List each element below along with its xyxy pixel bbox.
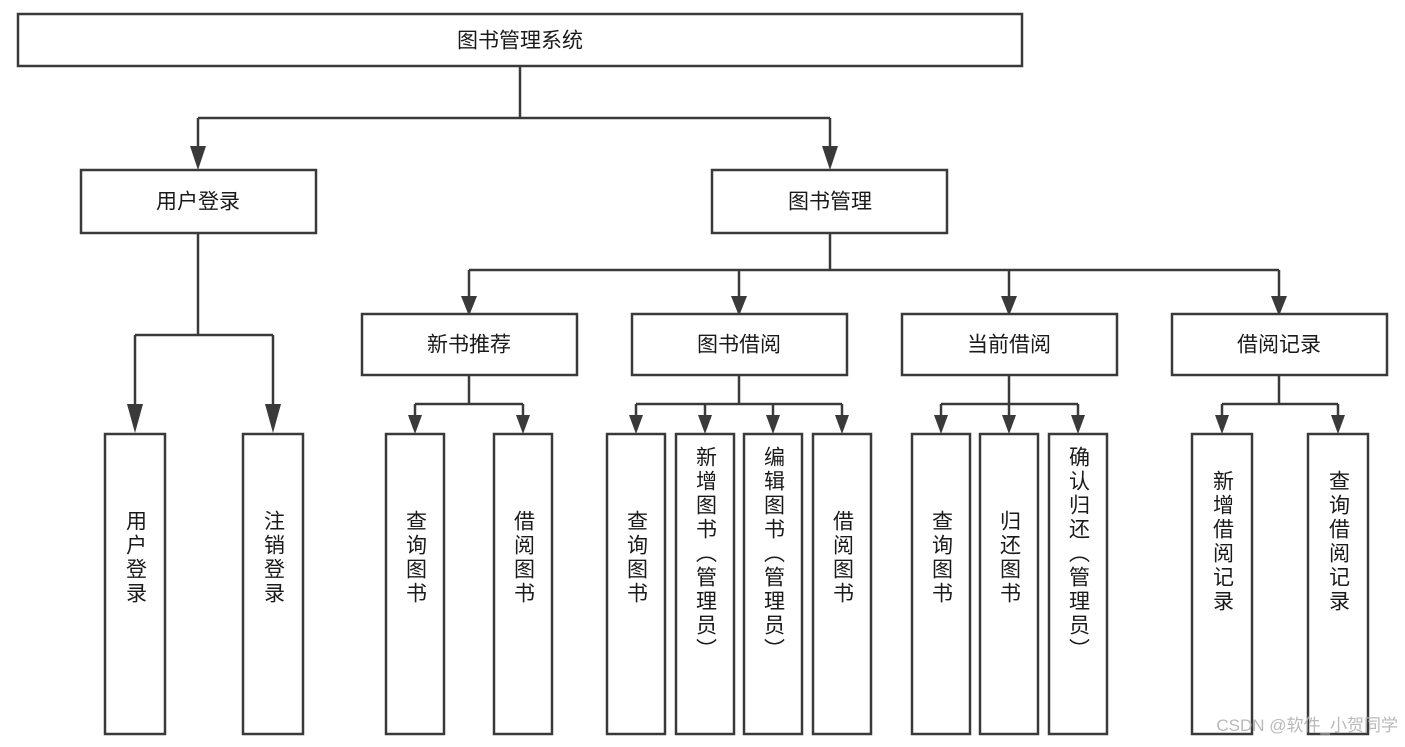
arrow-icon <box>731 296 747 316</box>
leaf-user-login-1-label: 用户登录 <box>124 510 148 606</box>
leaf-book-borrow-1[interactable]: 查询图书 <box>605 432 667 736</box>
leaf-current-borrow-1-label: 查询图书 <box>930 510 954 606</box>
node-current-borrow-label: 当前借阅 <box>967 334 1051 357</box>
arrow-icon <box>698 415 712 434</box>
arrow-icon <box>835 415 849 434</box>
leaf-current-borrow-3[interactable]: 确认归还（管理员） <box>1047 432 1109 736</box>
node-book-management[interactable]: 图书管理 <box>710 168 949 235</box>
node-borrow-record[interactable]: 借阅记录 <box>1170 312 1389 377</box>
leaf-current-borrow-2-label: 归还图书 <box>998 510 1022 606</box>
leaf-borrow-record-1[interactable]: 新增借阅记录 <box>1190 432 1254 736</box>
arrow-icon <box>822 146 838 170</box>
leaf-new-book-1-label: 查询图书 <box>404 510 428 606</box>
arrow-icon <box>408 415 422 434</box>
leaf-book-borrow-1-label: 查询图书 <box>625 510 649 606</box>
arrow-icon <box>461 296 477 316</box>
watermark: CSDN @软件_小贺同学 <box>1216 716 1398 735</box>
leaf-book-borrow-4-label: 借阅图书 <box>831 510 855 606</box>
node-user-login-label: 用户登录 <box>156 191 240 214</box>
node-user-login[interactable]: 用户登录 <box>79 168 318 235</box>
arrow-icon <box>1002 415 1016 434</box>
node-book-borrow-label: 图书借阅 <box>697 334 781 357</box>
leaf-borrow-record-1-label: 新增借阅记录 <box>1211 470 1235 614</box>
leaf-book-borrow-3-label: 编辑图书（管理员） <box>762 446 786 662</box>
leaf-borrow-record-2-label: 查询借阅记录 <box>1327 470 1351 614</box>
arrow-icon <box>1001 296 1017 316</box>
arrow-icon <box>1271 296 1287 316</box>
node-book-management-label: 图书管理 <box>788 191 872 214</box>
arrow-icon <box>127 404 143 433</box>
leaf-current-borrow-3-label: 确认归还（管理员） <box>1067 446 1091 662</box>
arrow-icon <box>934 415 948 434</box>
node-root-label: 图书管理系统 <box>457 30 583 53</box>
leaf-book-borrow-2[interactable]: 新增图书（管理员） <box>674 432 736 736</box>
node-book-borrow[interactable]: 图书借阅 <box>630 312 849 377</box>
leaf-user-login-2-label: 注销登录 <box>262 510 286 606</box>
leaf-book-borrow-3[interactable]: 编辑图书（管理员） <box>742 432 804 736</box>
leaf-book-borrow-4[interactable]: 借阅图书 <box>811 432 873 736</box>
node-new-book-recommend-label: 新书推荐 <box>427 334 511 357</box>
leaf-new-book-1[interactable]: 查询图书 <box>384 432 446 736</box>
leaf-current-borrow-2[interactable]: 归还图书 <box>978 432 1040 736</box>
leaf-current-borrow-1[interactable]: 查询图书 <box>910 432 972 736</box>
node-new-book-recommend[interactable]: 新书推荐 <box>360 312 579 377</box>
arrow-icon <box>1071 415 1085 434</box>
arrow-icon <box>516 415 530 434</box>
arrowhead-layer <box>127 146 1345 434</box>
node-current-borrow[interactable]: 当前借阅 <box>900 312 1119 377</box>
leaf-user-login-1[interactable]: 用户登录 <box>103 432 167 736</box>
arrow-icon <box>629 415 643 434</box>
leaf-new-book-2[interactable]: 借阅图书 <box>492 432 554 736</box>
arrow-icon <box>190 146 206 170</box>
leaf-user-login-2[interactable]: 注销登录 <box>241 432 305 736</box>
arrow-icon <box>265 404 281 433</box>
node-borrow-record-label: 借阅记录 <box>1237 334 1321 357</box>
arrow-icon <box>1215 415 1229 434</box>
leaf-new-book-2-label: 借阅图书 <box>512 510 536 606</box>
arrow-icon <box>1331 415 1345 434</box>
node-root-system[interactable]: 图书管理系统 <box>16 12 1024 68</box>
arrow-icon <box>766 415 780 434</box>
leaf-borrow-record-2[interactable]: 查询借阅记录 <box>1306 432 1370 736</box>
leaf-book-borrow-2-label: 新增图书（管理员） <box>694 446 718 662</box>
